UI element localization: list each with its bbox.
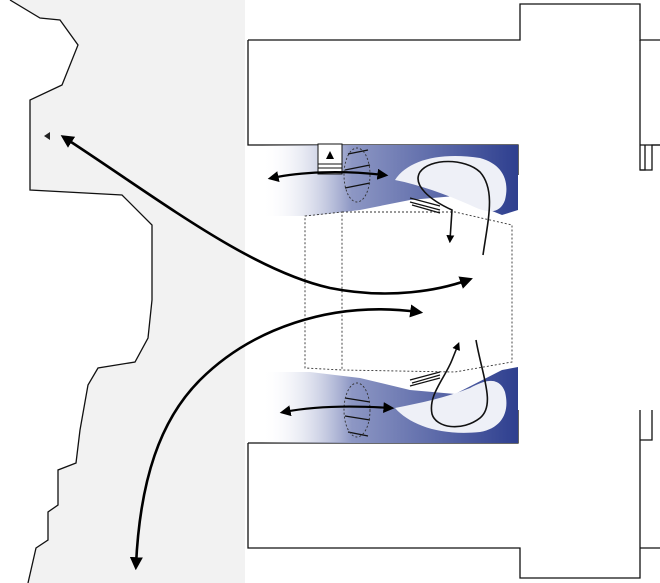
up-indicator xyxy=(317,143,343,175)
top-right-block-edge xyxy=(639,40,660,171)
upper-flow-arrow xyxy=(60,135,473,295)
bottom-loop-path xyxy=(430,339,489,428)
triangle-left-icon xyxy=(44,132,50,140)
lower-flow-arrow xyxy=(129,304,424,571)
left-region xyxy=(0,0,245,583)
